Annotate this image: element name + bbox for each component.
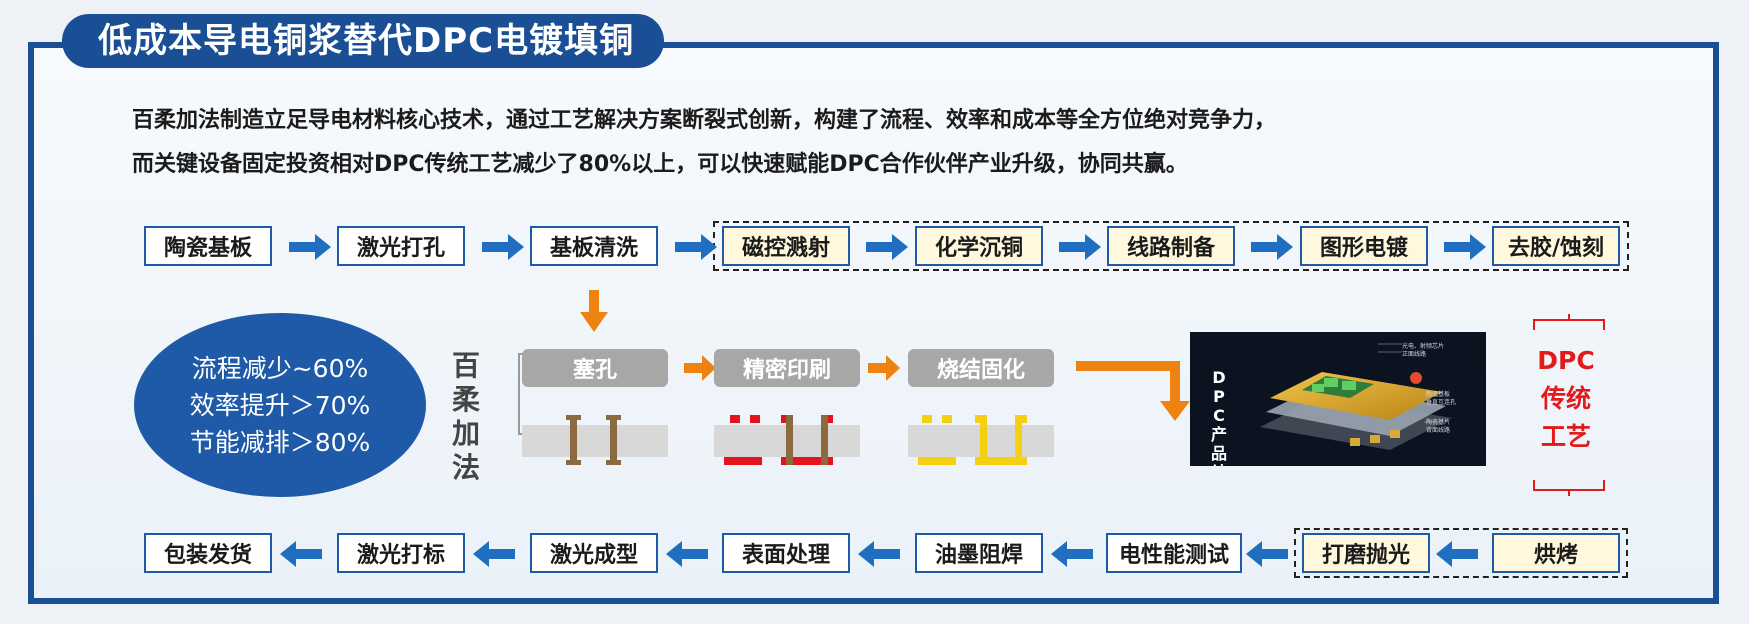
step-substrate-cleaning: 基板清洗 <box>530 226 658 266</box>
page-title: 低成本导电铜浆替代DPC电镀填铜 <box>62 14 665 68</box>
additive-step-printing: 精密印刷 <box>714 349 860 387</box>
right-arrow-icon <box>866 234 908 260</box>
step-surface-treatment: 表面处理 <box>722 533 850 573</box>
right-arrow-icon <box>482 234 524 260</box>
benefit-efficiency: 效率提升＞70% <box>189 390 371 420</box>
intro-line-2: 而关键设备固定投资相对DPC传统工艺减少了80%以上，可以快速赋能DPC合作伙伴… <box>132 152 1188 177</box>
dpc-traditional-label: DPC 传统 工艺 <box>1526 342 1606 456</box>
step-magnetron-sputtering: 磁控溅射 <box>722 226 850 266</box>
left-arrow-icon <box>280 541 322 567</box>
product-label-ceramic-sheet: 陶瓷基片 <box>1426 419 1451 426</box>
cross-section-via-fill <box>522 415 668 465</box>
dpc-red-brace <box>1533 314 1605 496</box>
left-arrow-icon <box>1246 541 1288 567</box>
left-arrow-icon <box>858 541 900 567</box>
benefit-energy: 节能减排＞80% <box>189 427 371 457</box>
step-grinding-polishing: 打磨抛光 <box>1302 533 1430 573</box>
cross-section-printing <box>714 415 860 465</box>
right-arrow-icon <box>289 234 331 260</box>
step-electroless-copper: 化学沉铜 <box>915 226 1043 266</box>
dpc-label-line-2: 传统 <box>1540 384 1591 413</box>
product-label-substrate: 陶瓷基板 <box>1426 391 1451 398</box>
product-label-back-circuit: 背面线路 <box>1426 427 1451 434</box>
left-arrow-icon <box>666 541 708 567</box>
product-label-front-circuit: 正面线路 <box>1402 351 1427 358</box>
intro-line-1: 百柔加法制造立足导电材料核心技术，通过工艺解决方案断裂式创新，构建了流程、效率和… <box>132 108 1277 133</box>
additive-label: 百柔加法 <box>451 349 480 484</box>
additive-step-via-fill: 塞孔 <box>522 349 668 387</box>
right-arrow-icon <box>868 355 900 381</box>
right-arrow-icon <box>684 355 716 381</box>
step-pattern-plating: 图形电镀 <box>1300 226 1428 266</box>
right-arrow-icon <box>675 234 717 260</box>
step-electrical-testing: 电性能测试 <box>1106 533 1242 573</box>
dpc-label-line-3: 工艺 <box>1540 422 1591 451</box>
step-strip-etch: 去胶/蚀刻 <box>1492 226 1620 266</box>
step-solder-mask: 油墨阻焊 <box>915 533 1043 573</box>
elbow-arrow-icon <box>1076 361 1190 421</box>
step-laser-marking: 激光打标 <box>337 533 465 573</box>
down-arrow-icon <box>580 290 608 332</box>
product-illustration <box>1260 343 1452 450</box>
additive-step-sintering: 烧结固化 <box>908 349 1054 387</box>
dpc-label-line-1: DPC <box>1537 346 1595 375</box>
benefit-process: 流程减少~60% <box>191 353 369 383</box>
step-laser-forming: 激光成型 <box>530 533 658 573</box>
product-vertical-label: DPC产品结构 <box>1210 368 1227 466</box>
left-arrow-icon <box>1436 541 1478 567</box>
right-arrow-icon <box>1059 234 1101 260</box>
product-label-chip: 光电、射频芯片 <box>1402 343 1445 350</box>
cross-section-sintering <box>908 415 1054 465</box>
left-arrow-icon <box>473 541 515 567</box>
step-packaging-shipping: 包装发货 <box>144 533 272 573</box>
product-label-via: 垂直互连孔 <box>1426 399 1457 406</box>
dpc-steps-group-bottom <box>1294 528 1628 578</box>
step-ceramic-substrate: 陶瓷基板 <box>144 226 272 266</box>
dpc-product-image: DPC产品结构 光电、射频芯片 正面线路 陶瓷基板 垂直互连孔 陶瓷基片 背面线… <box>1190 332 1486 466</box>
step-circuit-preparation: 线路制备 <box>1107 226 1235 266</box>
right-arrow-icon <box>1444 234 1486 260</box>
step-laser-drilling: 激光打孔 <box>337 226 465 266</box>
left-arrow-icon <box>1051 541 1093 567</box>
step-baking: 烘烤 <box>1492 533 1620 573</box>
right-arrow-icon <box>1251 234 1293 260</box>
benefits-ellipse: 流程减少~60% 效率提升＞70% 节能减排＞80% <box>134 313 426 497</box>
